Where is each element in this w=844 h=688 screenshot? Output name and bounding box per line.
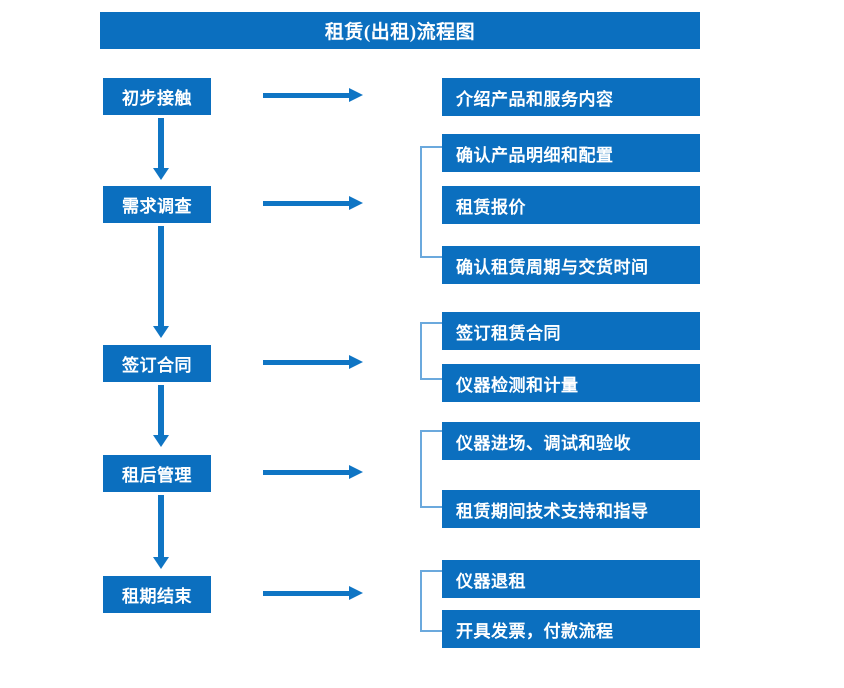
arrow-shaft bbox=[263, 201, 351, 206]
arrow-shaft bbox=[158, 495, 164, 557]
arrow-shaft bbox=[263, 470, 351, 475]
arrow-head-icon bbox=[349, 586, 363, 600]
stage-box-3[interactable]: 签订合同 bbox=[103, 345, 211, 382]
arrow-head-icon bbox=[349, 196, 363, 210]
detail-box-2-1[interactable]: 确认产品明细和配置 bbox=[442, 134, 700, 172]
detail-box-2-3[interactable]: 确认租赁周期与交货时间 bbox=[442, 246, 700, 284]
arrow-shaft bbox=[263, 93, 351, 98]
right-arrow-4 bbox=[263, 465, 363, 479]
detail-box-5-2[interactable]: 开具发票，付款流程 bbox=[442, 610, 700, 648]
down-arrow-1 bbox=[153, 118, 169, 180]
down-arrow-2 bbox=[153, 226, 169, 338]
stage-box-1[interactable]: 初步接触 bbox=[103, 78, 211, 115]
arrow-head-icon bbox=[153, 326, 169, 338]
arrow-shaft bbox=[263, 360, 351, 365]
stage-box-4[interactable]: 租后管理 bbox=[103, 455, 211, 492]
arrow-shaft bbox=[158, 118, 164, 168]
down-arrow-3 bbox=[153, 385, 169, 447]
group-bracket-3 bbox=[420, 322, 442, 380]
arrow-shaft bbox=[158, 385, 164, 435]
arrow-shaft bbox=[263, 591, 351, 596]
arrow-shaft bbox=[158, 226, 164, 326]
group-bracket-2 bbox=[420, 146, 442, 258]
arrow-head-icon bbox=[153, 168, 169, 180]
detail-box-4-2[interactable]: 租赁期间技术支持和指导 bbox=[442, 490, 700, 528]
right-arrow-1 bbox=[263, 88, 363, 102]
page-title: 租赁(出租)流程图 bbox=[100, 12, 700, 49]
right-arrow-3 bbox=[263, 355, 363, 369]
down-arrow-4 bbox=[153, 495, 169, 569]
group-bracket-4 bbox=[420, 430, 442, 508]
arrow-head-icon bbox=[349, 465, 363, 479]
right-arrow-5 bbox=[263, 586, 363, 600]
detail-box-3-1[interactable]: 签订租赁合同 bbox=[442, 312, 700, 350]
detail-box-3-2[interactable]: 仪器检测和计量 bbox=[442, 364, 700, 402]
right-arrow-2 bbox=[263, 196, 363, 210]
group-bracket-5 bbox=[420, 570, 442, 632]
detail-box-5-1[interactable]: 仪器退租 bbox=[442, 560, 700, 598]
detail-box-4-1[interactable]: 仪器进场、调试和验收 bbox=[442, 422, 700, 460]
stage-box-2[interactable]: 需求调查 bbox=[103, 186, 211, 223]
arrow-head-icon bbox=[349, 88, 363, 102]
detail-box-1-1[interactable]: 介绍产品和服务内容 bbox=[442, 78, 700, 116]
stage-box-5[interactable]: 租期结束 bbox=[103, 576, 211, 613]
arrow-head-icon bbox=[349, 355, 363, 369]
arrow-head-icon bbox=[153, 557, 169, 569]
arrow-head-icon bbox=[153, 435, 169, 447]
detail-box-2-2[interactable]: 租赁报价 bbox=[442, 186, 700, 224]
